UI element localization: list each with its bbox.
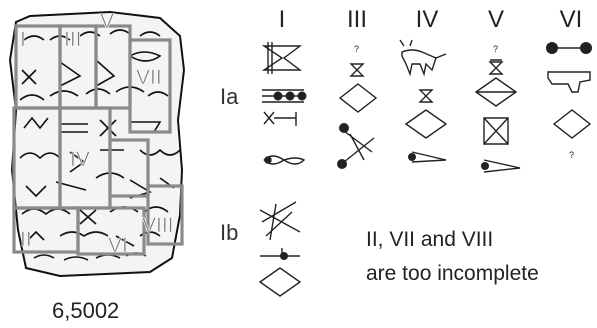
column-i-signs [261,42,307,165]
sign-iv-cone [408,151,447,163]
column-vi-signs: ? [546,42,592,160]
column-header-i: I [279,6,286,33]
sign-ib-diamond [258,267,302,297]
tablet-caption: 6,5002 [52,298,119,323]
sign-vi-dumbbell [546,42,592,54]
sign-iv-hourglass [418,89,434,103]
sign-vi-diamond [552,109,592,139]
note-line-2: are too incomplete [366,262,539,285]
sign-ib-crossed-strokes [259,201,301,241]
sign-iii-hourglass [349,63,365,77]
tablet-label-viii: VIII [142,214,174,237]
sign-i-cross-bar [263,111,297,126]
sign-ib-pin [260,248,300,260]
tablet-label-ii: II [20,228,32,251]
note-line-1: II, VII and VIII [366,228,493,251]
tablet-label-vi: VI [108,234,128,257]
sign-v-cone [481,159,521,173]
column-headers: I III IV V VI [279,6,583,33]
sign-iii-crossed-pins [337,123,375,169]
uncertain-mark-vi: ? [569,150,574,160]
sign-v-boxed-x [483,117,509,145]
sign-i-double-diamond [261,42,303,74]
column-iv-signs [399,39,448,163]
uncertain-mark-iii: ? [354,44,359,54]
tablet-label-iii: III [64,28,82,51]
tablet-drawing: I III V IV VII II VI VIII [8,10,186,278]
column-header-iii: III [347,6,367,33]
tablet-section-boxes [12,24,184,256]
column-header-v: V [488,6,504,33]
tablet-label-iv: IV [70,148,90,171]
column-header-vi: VI [560,6,583,33]
column-v-signs: ? [474,44,521,173]
column-header-iv: IV [416,6,439,33]
column-iii-signs: ? [337,44,378,169]
sign-iv-diamond-1 [404,109,448,139]
row-label-ia: Ia [220,84,239,109]
tablet-label-v: V [100,10,114,33]
sign-iv-animal [399,39,447,77]
tablet-label-vii: VII [136,66,162,89]
sign-i-bud [263,155,306,165]
uncertain-mark-v: ? [493,44,498,54]
sign-v-hourglass [488,59,504,75]
row-label-ib: Ib [220,220,238,245]
tablet-label-i: I [20,28,26,51]
row-ib-signs [258,201,302,297]
sign-v-split-diamond [474,77,518,107]
sign-i-beaded-lines [262,89,307,103]
sign-iii-diamond [338,83,378,113]
sign-vi-anvil [547,71,591,93]
